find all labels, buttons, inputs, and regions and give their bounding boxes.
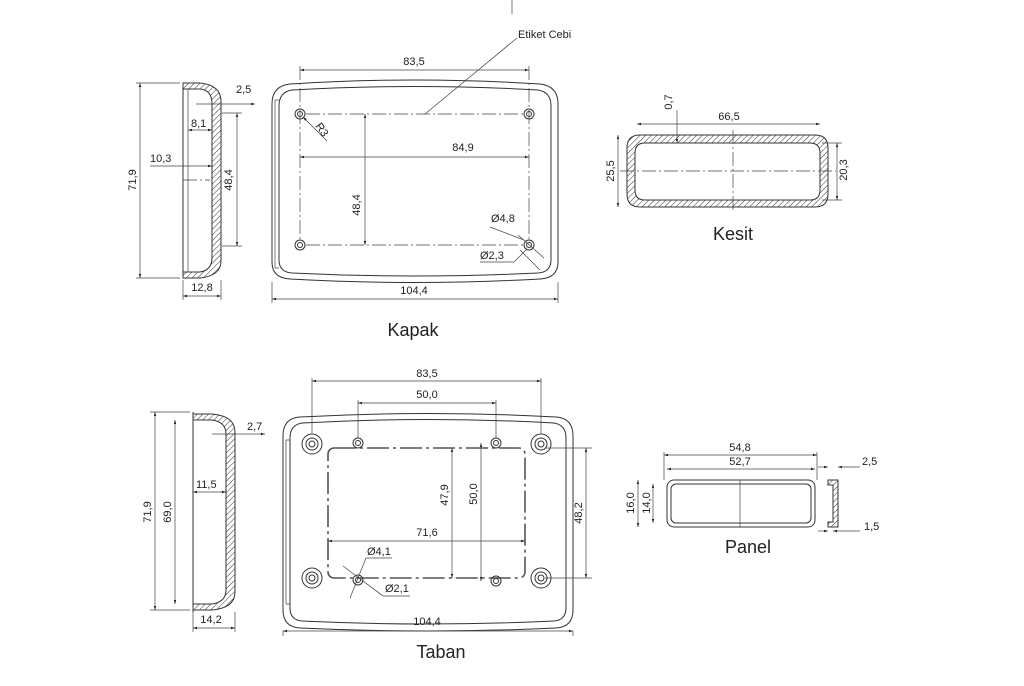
label-pocket-note: Etiket Cebi: [518, 29, 571, 41]
taban-side-view: 71,9 69,0 2,7 11,5 14,2: [142, 411, 265, 632]
kapak-side-8: 8,1: [191, 118, 206, 130]
kapak-dia-outer: Ø4,8: [491, 213, 515, 225]
taban-side-wall: 2,7: [247, 421, 262, 433]
panel-cutout-outline: [327, 447, 526, 579]
taban-inner-holes: 50,0: [416, 389, 437, 401]
kesit-title: Kesit: [713, 224, 753, 244]
kesit-width: 66,5: [718, 111, 739, 123]
kapak-hole-vertical: 48,4: [351, 194, 363, 215]
taban-dia-inner: Ø2,1: [385, 583, 409, 595]
kapak-side-depth: 12,8: [191, 282, 212, 294]
taban-top-view: 83,5 50,0 47,9 50,0 48,2 71,6 Ø4,1 Ø2,1 …: [282, 368, 592, 662]
kapak-overall-width: 104,4: [400, 285, 428, 297]
panel-outer-width: 54,8: [729, 442, 750, 454]
kesit-offset: 0,7: [663, 94, 675, 109]
taban-side-depth: 14,2: [200, 614, 221, 626]
taban-side-inner: 69,0: [162, 501, 174, 522]
kapak-side-height: 71,9: [127, 169, 139, 190]
taban-overall-width: 104,4: [413, 616, 441, 628]
panel-thick-inner: 1,5: [864, 521, 879, 533]
kapak-side-inner: 48,4: [223, 169, 235, 190]
kapak-dia-inner: Ø2,3: [480, 250, 504, 262]
kesit-height-inner: 20,3: [838, 159, 850, 180]
panel-title: Panel: [725, 537, 771, 557]
kapak-hole-span: 84,9: [452, 142, 473, 154]
panel-thick-outer: 2,5: [862, 456, 877, 468]
kapak-side-wall: 2,5: [236, 84, 251, 96]
kapak-width-top: 83,5: [403, 56, 424, 68]
taban-vertical-48: 48,2: [573, 502, 585, 523]
mounting-holes: [294, 108, 535, 251]
panel-view: 54,8 52,7 16,0 14,0 2,5 1,5 Panel: [625, 442, 879, 557]
kapak-title: Kapak: [387, 320, 439, 340]
mounting-holes: [301, 433, 552, 589]
kesit-view: 66,5 0,7 25,5 20,3 Kesit: [605, 94, 850, 244]
taban-vertical-50: 50,0: [468, 483, 480, 504]
kapak-top-view: 83,5 84,9 48,4 R3 104,4 Ø4,8 Ø2,3 Etiket…: [271, 29, 571, 340]
kapak-side-view: 71,9 2,5 8,1 10,3 48,4 12,8: [127, 82, 255, 300]
panel-inner-height: 14,0: [641, 492, 653, 513]
panel-outer-height: 16,0: [625, 492, 637, 513]
taban-vertical-47: 47,9: [439, 484, 451, 505]
taban-inner-width: 71,6: [416, 527, 437, 539]
taban-side-11: 11,5: [196, 479, 217, 491]
taban-dia-outer: Ø4,1: [367, 546, 391, 558]
panel-inner-width: 52,7: [729, 456, 750, 468]
kesit-height-outer: 25,5: [605, 160, 617, 181]
taban-title: Taban: [416, 642, 465, 662]
kapak-radius: R3: [313, 121, 331, 139]
kapak-side-10: 10,3: [150, 153, 171, 165]
taban-width-top: 83,5: [416, 368, 437, 380]
taban-side-height: 71,9: [142, 501, 154, 522]
